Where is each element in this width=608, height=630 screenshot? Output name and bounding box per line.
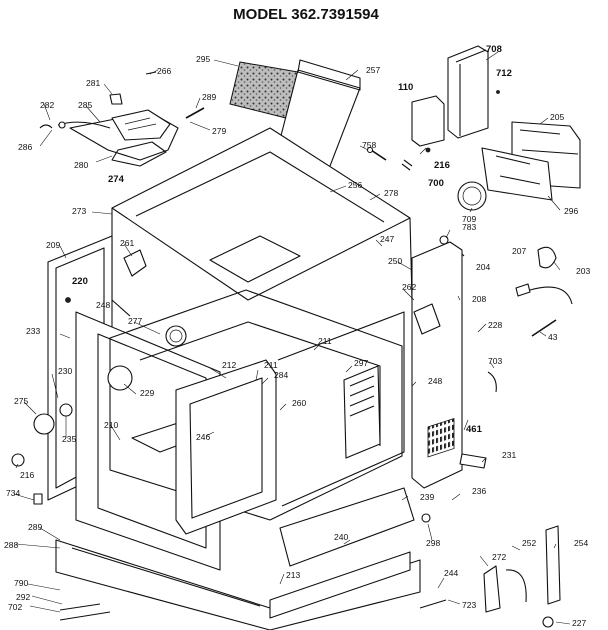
part-label-248-left: 248	[96, 300, 110, 310]
part-label-288: 288	[4, 540, 18, 550]
part-label-246: 246	[196, 432, 210, 442]
part-label-256: 256	[348, 180, 362, 190]
part-label-289: 289	[202, 92, 216, 102]
part-label-227: 227	[572, 618, 586, 628]
part-label-262: 262	[402, 282, 416, 292]
part-label-248-right: 248	[428, 376, 442, 386]
part-label-285: 285	[78, 100, 92, 110]
part-label-203: 203	[576, 266, 590, 276]
part-label-277: 277	[128, 316, 142, 326]
part-label-204: 204	[476, 262, 490, 272]
part-label-281: 281	[86, 78, 100, 88]
part-label-207: 207	[512, 246, 526, 256]
part-label-236: 236	[472, 486, 486, 496]
part-label-723: 723	[462, 600, 476, 610]
diagram-title: MODEL 362.7391594	[233, 6, 379, 23]
part-label-278: 278	[384, 188, 398, 198]
part-label-250: 250	[388, 256, 402, 266]
part-label-43: 43	[548, 332, 558, 342]
part-label-216-upper: 216	[434, 160, 450, 171]
part-label-247: 247	[380, 234, 394, 244]
part-label-261: 261	[120, 238, 134, 248]
part-label-296: 296	[564, 206, 578, 216]
part-label-461: 461	[466, 424, 483, 435]
part-label-702: 702	[8, 602, 22, 612]
part-label-275: 275	[14, 396, 28, 406]
part-label-210: 210	[104, 420, 118, 430]
part-label-110: 110	[398, 82, 413, 93]
part-label-289-lower: 289	[28, 522, 42, 532]
part-label-209: 209	[46, 240, 60, 250]
part-label-230: 230	[58, 366, 72, 376]
part-label-783: 783	[462, 222, 476, 232]
part-label-295: 295	[196, 54, 210, 64]
part-label-205: 205	[550, 112, 564, 122]
part-label-709: 709	[462, 214, 476, 224]
part-label-257: 257	[366, 65, 380, 75]
part-label-297: 297	[354, 358, 368, 368]
part-label-286: 286	[18, 142, 32, 152]
part-label-231: 231	[502, 450, 516, 460]
part-label-240: 240	[334, 532, 348, 542]
part-label-274: 274	[108, 174, 125, 185]
part-label-700: 700	[428, 178, 444, 189]
part-label-252: 252	[522, 538, 536, 548]
part-label-758: 758	[362, 140, 376, 150]
part-label-212: 212	[222, 360, 236, 370]
part-label-790: 790	[14, 578, 28, 588]
part-label-244: 244	[444, 568, 458, 578]
part-label-260: 260	[292, 398, 306, 408]
part-label-254: 254	[574, 538, 588, 548]
range-body	[11, 127, 561, 630]
part-label-273: 273	[72, 206, 86, 216]
part-label-734: 734	[6, 488, 20, 498]
part-label-298: 298	[426, 538, 440, 548]
part-label-208: 208	[472, 294, 486, 304]
side-heat-shields	[411, 45, 581, 211]
part-label-233: 233	[26, 326, 40, 336]
burner-valve-assembly	[39, 71, 205, 167]
part-label-228: 228	[488, 320, 502, 330]
part-labels: 295 266 257 708 712 110 281 289 282 285 …	[4, 44, 590, 628]
part-label-211-lower: 211	[264, 360, 278, 370]
part-label-272: 272	[492, 552, 506, 562]
part-label-239: 239	[420, 492, 434, 502]
part-label-229: 229	[140, 388, 154, 398]
part-label-284: 284	[274, 370, 288, 380]
part-label-235: 235	[62, 434, 76, 444]
part-label-213: 213	[286, 570, 300, 580]
leader-lines	[13, 51, 571, 625]
part-label-279: 279	[212, 126, 226, 136]
part-label-703: 703	[488, 356, 502, 366]
part-label-266: 266	[157, 66, 171, 76]
part-label-216-lower: 216	[20, 470, 34, 480]
part-label-712: 712	[496, 68, 512, 79]
part-label-220: 220	[72, 276, 88, 287]
part-label-280: 280	[74, 160, 88, 170]
part-label-292: 292	[16, 592, 30, 602]
part-label-708: 708	[486, 44, 502, 55]
part-label-282: 282	[40, 100, 54, 110]
part-label-211-upper: 211	[318, 336, 332, 346]
